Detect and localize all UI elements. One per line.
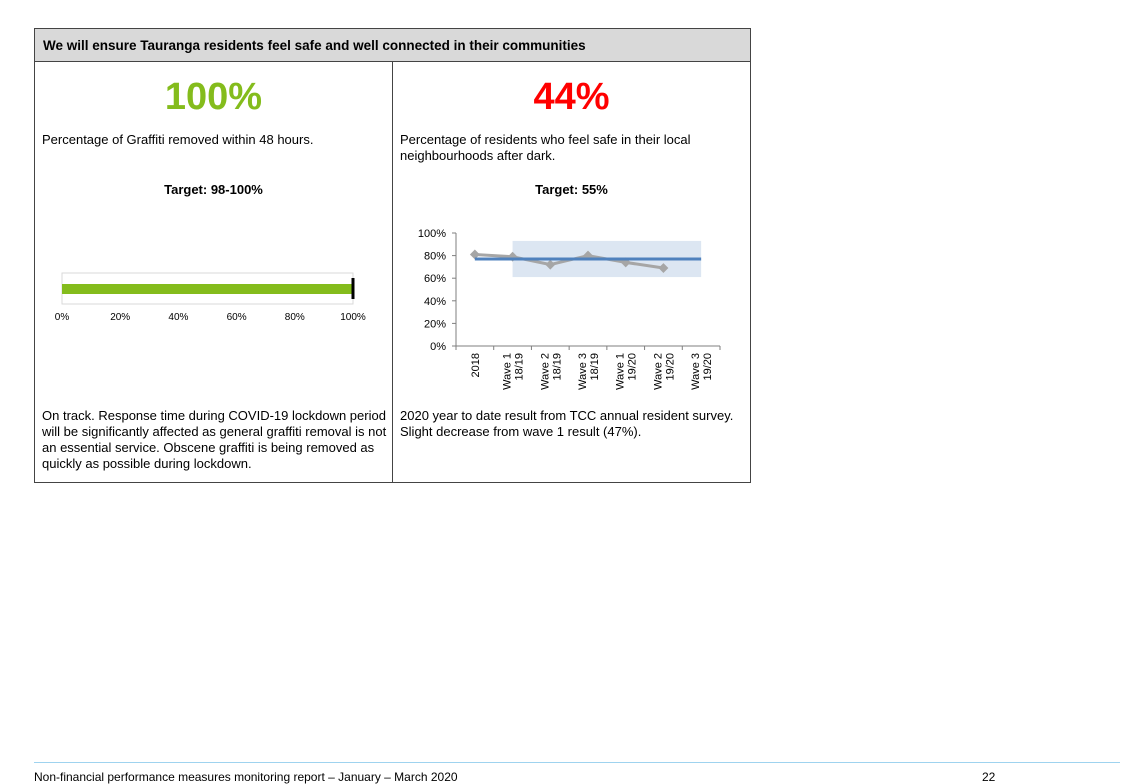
x-category-label-line: 18/19 [589, 353, 601, 381]
y-tick-label: 20% [424, 318, 446, 330]
footer-divider [34, 762, 1120, 763]
x-category-label-line: Wave 3 [577, 353, 589, 390]
graffiti-measure-cell: 100% Percentage of Graffiti removed with… [35, 62, 392, 482]
safety-measure-cell: 44% Percentage of residents who feel saf… [392, 62, 750, 482]
y-tick-label: 40% [424, 296, 446, 308]
x-tick-label: 20% [110, 312, 130, 323]
x-tick-label: 40% [168, 312, 188, 323]
section-title: We will ensure Tauranga residents feel s… [35, 29, 750, 62]
x-category-label-line: 19/20 [627, 353, 639, 381]
x-category-label-line: Wave 3 [690, 353, 702, 390]
x-category-label-line: 18/19 [514, 353, 526, 381]
safety-result-value: 44% [533, 76, 610, 118]
safety-measure-description: Percentage of residents who feel safe in… [400, 132, 691, 163]
x-category-label: Wave 318/19 [577, 353, 601, 390]
x-category-label-line: Wave 2 [539, 353, 551, 390]
footer-report-title: Non-financial performance measures monit… [34, 770, 458, 784]
performance-measure-table: We will ensure Tauranga residents feel s… [34, 28, 751, 483]
graffiti-result-value: 100% [164, 76, 263, 118]
y-tick-label: 80% [424, 251, 446, 263]
x-category-label: Wave 218/19 [539, 353, 563, 390]
x-tick-label: 80% [285, 312, 305, 323]
progress-bar [62, 284, 353, 294]
x-category-label-line: Wave 2 [652, 353, 664, 390]
x-tick-label: 60% [227, 312, 247, 323]
x-category-label-line: Wave 1 [502, 353, 514, 390]
x-category-label-line: 19/20 [702, 353, 714, 381]
x-category-label: Wave 219/20 [652, 353, 676, 390]
page-number: 22 [982, 770, 996, 784]
x-tick-label: 0% [55, 312, 70, 323]
x-category-label: Wave 119/20 [615, 353, 639, 390]
y-tick-label: 0% [430, 341, 446, 353]
x-category-label-line: 19/20 [664, 353, 676, 381]
graffiti-measure-description: Percentage of Graffiti removed within 48… [42, 132, 314, 147]
x-category-label-line: 2018 [470, 353, 482, 377]
x-category-label: Wave 319/20 [690, 353, 714, 390]
x-category-label: 2018 [470, 353, 482, 377]
graffiti-comment: On track. Response time during COVID-19 … [42, 408, 387, 471]
safety-comment: 2020 year to date result from TCC annual… [400, 408, 734, 439]
safety-target: Target: 55% [535, 182, 608, 197]
x-category-label: Wave 118/19 [502, 353, 526, 390]
y-tick-label: 100% [418, 228, 446, 240]
measure-cells: 100% Percentage of Graffiti removed with… [35, 62, 750, 482]
target-marker [351, 278, 355, 299]
x-category-label-line: 18/19 [551, 353, 563, 381]
x-tick-label: 100% [340, 312, 366, 323]
y-tick-label: 60% [424, 273, 446, 285]
graffiti-target: Target: 98-100% [164, 182, 263, 197]
graffiti-progress-chart: 0% 20% 40% 60% 80% 100% [55, 272, 366, 323]
x-category-label-line: Wave 1 [615, 353, 627, 390]
